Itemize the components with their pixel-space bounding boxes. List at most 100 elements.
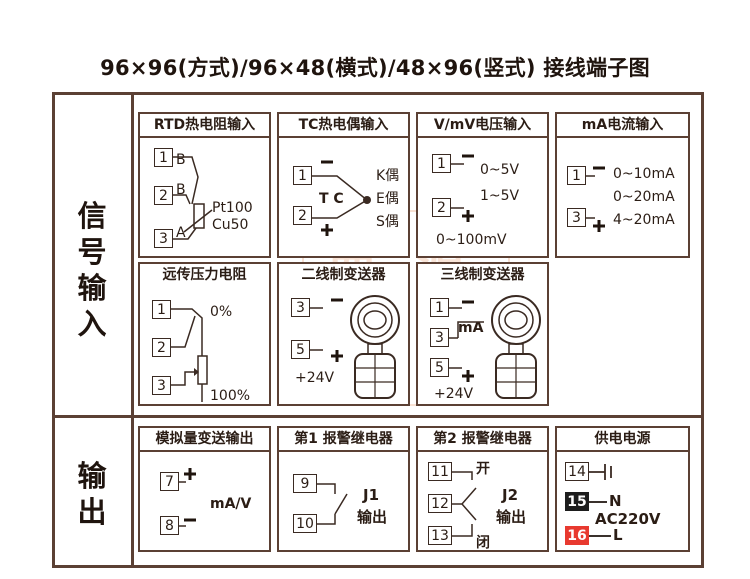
section-label-output-text: 输出 [77,459,107,529]
panel-title: 远传压力电阻 [162,267,247,283]
rtd-resistor [193,203,205,229]
panel-remote-pressure: 远传压力电阻 1 2 3 0% 100% [138,262,271,406]
panel-two-wire-transmitter: 二线制变送器 3 5 +24V [277,262,410,406]
plus-sign [321,224,333,236]
terminal-3: 3 [154,229,173,248]
ground-icon [589,464,612,480]
panel-title: 第1 报警继电器 [279,428,408,452]
relay-j1-contact [317,483,348,525]
analog-output-wiring [179,468,196,527]
power-ac220v-label: AC220V [595,510,661,528]
power-wiring [589,464,612,537]
plus-sign [462,370,474,382]
terminal-1: 1 [567,166,586,185]
pressure-wiper-arrow [194,368,199,376]
pressure-label-0-percent: 0% [210,304,233,320]
voltage-wiring [451,154,474,222]
panel-title: 第2 报警继电器 [418,428,547,452]
section-label-signal-input-text: 信号输入 [77,199,107,341]
plus-sign [184,468,196,480]
terminal-8: 8 [160,516,179,535]
supply-24v: +24V [434,386,474,402]
tc-type-k: K偶 [376,168,400,184]
terminal-2: 2 [293,206,312,225]
terminal-9: 9 [293,474,317,493]
terminal-10: 10 [293,514,317,533]
panel-title: V/mV电压输入 [418,114,547,138]
power-neutral-label: N [609,492,622,510]
section-divider-horizontal [55,415,701,418]
panel-three-wire-transmitter: 三线制变送器 1 3 5 mA +24V [416,262,549,406]
relay-j1-label: J1 [363,486,380,504]
current-wiring [586,166,605,232]
panel-title: 二线制变送器 [301,267,386,283]
panel-current-input: mA电流输入 1 3 0~10mA 0~20mA 4~20mA [555,112,690,258]
rtd-lead-a: A [176,225,186,241]
panel-voltage-input: V/mV电压输入 1 2 0~5V 1~5V 0~100mV [416,112,549,258]
terminal-1: 1 [154,148,173,167]
rtd-variable-arrow [183,209,213,233]
pressure-label-100-percent: 100% [210,388,251,404]
rtd-label-pt100: Pt100 [212,200,253,216]
rtd-lead-b2: B [176,182,186,198]
relay-j2-label: J2 [502,486,519,504]
terminal-15: 15 [565,492,589,511]
page-title: 96×96(方式)/96×48(横式)/48×96(竖式) 接线端子图 [100,56,650,80]
terminal-11: 11 [428,462,452,481]
tc-type-e: E偶 [376,191,399,207]
unit-ma-v: mA/V [210,496,252,512]
current-range-0-20ma: 0~20mA [613,189,675,205]
panel-tc-input: TC热电偶输入 1 2 T C K偶 E偶 S偶 [277,112,410,258]
panel-title: 供电电源 [557,428,688,452]
plus-sign [462,210,474,222]
terminal-3: 3 [430,328,449,347]
relay-j2-output-label: 输出 [496,508,527,526]
terminal-16: 16 [565,526,589,545]
panel-alarm-relay-2: 第2 报警继电器 11 12 13 开 闭 J2 输出 [416,426,549,552]
voltage-range-0-5v: 0~5V [480,162,520,178]
tc-junction [363,196,371,204]
tc-type-s: S偶 [376,214,399,230]
section-divider-vertical [131,95,134,565]
terminal-2: 2 [432,198,451,217]
terminal-3: 3 [567,208,586,227]
panel-power-supply: 供电电源 14 15 16 N AC220V L [555,426,690,552]
two-wire-transmitter-drawing [310,295,400,399]
current-range-4-20ma: 4~20mA [613,212,675,228]
pressure-resistor [197,355,208,385]
voltage-range-1-5v: 1~5V [480,188,520,204]
panel-title: 三线制变送器 [440,267,525,283]
current-range-0-10ma: 0~10mA [613,166,675,182]
plus-sign [331,350,343,362]
transmitter-icon [350,295,400,399]
wiring-diagram-frame [52,92,704,568]
terminal-1: 1 [152,300,171,319]
plus-sign [593,220,605,232]
terminal-1: 1 [293,166,312,185]
tc-wiring [312,160,371,236]
section-label-signal-input: 信号输入 [74,198,110,342]
relay-j2-close-label: 闭 [476,535,490,551]
terminal-12: 12 [428,494,452,513]
terminal-1: 1 [430,298,449,317]
terminal-3: 3 [291,298,310,317]
panel-rtd-input: RTD热电阻输入 1 2 3 B B A Pt100 Cu50 [138,112,271,258]
three-wire-transmitter-drawing [449,295,541,399]
panel-title: mA电流输入 [557,114,688,138]
terminal-5: 5 [291,340,310,359]
supply-24v: +24V [295,370,335,386]
panel-title: TC热电偶输入 [279,114,408,138]
panel-analog-output: 模拟量变送输出 7 8 mA/V [138,426,271,552]
tc-label: T C [319,191,344,207]
rtd-label-cu50: Cu50 [212,217,249,233]
relay-j1-output-label: 输出 [357,508,388,526]
transmitter-icon [491,295,541,399]
unit-ma: mA [458,320,484,336]
panel-title: RTD热电阻输入 [140,114,269,138]
power-live-label: L [613,526,623,544]
terminal-2: 2 [154,186,173,205]
terminal-13: 13 [428,526,452,545]
panel-title: 模拟量变送输出 [140,428,269,452]
rtd-wiring [173,156,213,240]
terminal-14: 14 [565,462,589,481]
